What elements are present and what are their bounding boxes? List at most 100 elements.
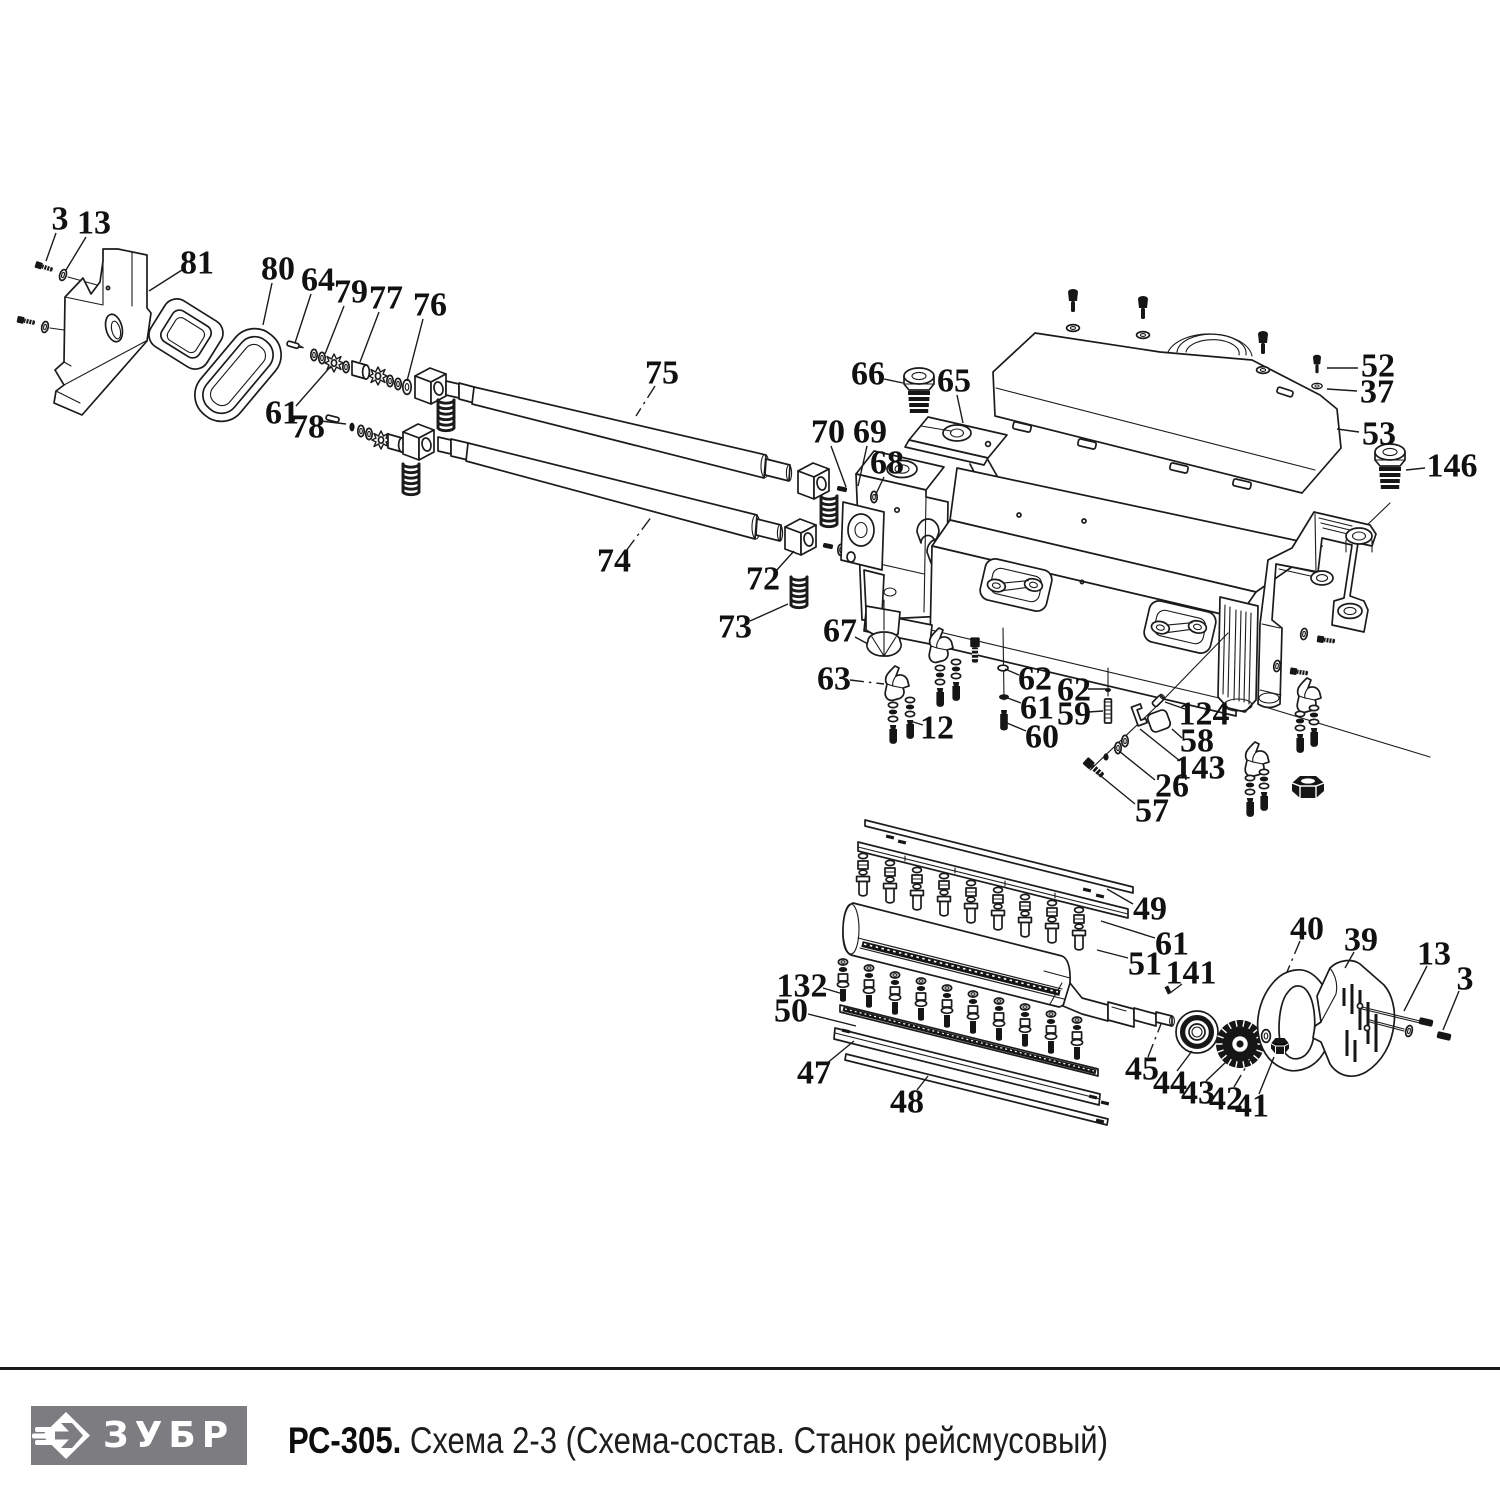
brand-logo: ЗУБР bbox=[31, 1406, 247, 1465]
leader-line-12-25 bbox=[909, 720, 924, 726]
rear-legs-shape bbox=[1315, 574, 1329, 582]
dust-cover-53-shape bbox=[1231, 478, 1253, 490]
gib-screw-row-lower-shape bbox=[836, 958, 850, 1003]
leader-line-50-50 bbox=[807, 1013, 857, 1027]
gib-screw-row-lower-shape bbox=[1070, 1016, 1084, 1061]
cutter-drum-45-shape bbox=[842, 903, 860, 955]
bolt-124-shape bbox=[1162, 632, 1229, 701]
part-number-61-37: 61 bbox=[1155, 926, 1189, 963]
leader-line-61-27 bbox=[1004, 696, 1022, 704]
leader-line-64-4 bbox=[294, 293, 312, 344]
main-frame-65-shape bbox=[942, 424, 972, 442]
spring-73-shape bbox=[789, 575, 809, 610]
cutterhead-assembly-shape bbox=[864, 819, 1134, 894]
clip-63-stack-shape bbox=[887, 701, 899, 745]
sprocket-chain-upper-shape bbox=[317, 351, 327, 365]
main-frame-65-shape bbox=[916, 518, 940, 544]
part-number-13-47: 13 bbox=[1417, 936, 1451, 973]
cutter-drum-45-shape bbox=[842, 902, 1071, 1008]
leader-line-37-18 bbox=[1326, 388, 1358, 392]
side-cover-39-shape bbox=[1342, 984, 1378, 1062]
leader-line-3-48 bbox=[1442, 990, 1460, 1031]
gib-screw-row-lower-shape bbox=[914, 977, 928, 1022]
part-number-73-22: 73 bbox=[718, 609, 752, 646]
part-number-37-18: 37 bbox=[1360, 374, 1394, 411]
main-frame-65-shape bbox=[984, 440, 992, 448]
bar-47-shape bbox=[841, 1028, 851, 1034]
leader-line-66-15 bbox=[883, 378, 904, 384]
sprocket-chain-lower bbox=[325, 414, 422, 458]
pulley-43-shape bbox=[1236, 1040, 1244, 1048]
spring-upper-left-shape bbox=[436, 398, 456, 433]
part-number-53-19: 53 bbox=[1362, 416, 1396, 453]
stud-59-shape bbox=[1103, 698, 1113, 724]
hex-nut-large bbox=[1291, 776, 1325, 798]
gib-screw-row-lower-shape bbox=[862, 964, 876, 1009]
leader-line-77-6 bbox=[359, 311, 380, 363]
cutter-drum-45-shape bbox=[1062, 982, 1109, 1022]
part-number-72-21: 72 bbox=[746, 561, 780, 598]
part-number-124-31: 124 bbox=[1179, 696, 1230, 733]
main-frame-65-shape bbox=[1143, 600, 1217, 654]
hex-block-74-shape bbox=[402, 423, 435, 461]
foot-bolt-66-shape bbox=[920, 425, 952, 432]
strip-48-shape bbox=[1095, 1118, 1105, 1124]
rear-legs-shape bbox=[1345, 539, 1373, 553]
bar-47-shape bbox=[1088, 1094, 1098, 1100]
main-frame-65-shape bbox=[1081, 518, 1087, 524]
leader-line-141-39 bbox=[1169, 983, 1183, 994]
bar-47 bbox=[833, 1027, 1110, 1106]
side-cover-39-shape bbox=[1356, 1002, 1364, 1010]
leader-line-143-33 bbox=[1139, 728, 1181, 762]
part-number-48-52: 48 bbox=[890, 1084, 924, 1121]
sprocket-chain-upper-shape bbox=[297, 344, 304, 349]
part-80-handle-shape bbox=[166, 317, 206, 354]
bolt-124-shape bbox=[1159, 693, 1166, 700]
leader-line-74-11 bbox=[625, 515, 653, 552]
gib-bolt-row-upper-shape bbox=[1044, 899, 1060, 944]
leader-line-26-34 bbox=[1118, 750, 1156, 781]
main-frame-65-shape bbox=[1164, 622, 1193, 634]
leader-line-63-24 bbox=[849, 679, 885, 685]
part-number-60-28: 60 bbox=[1025, 719, 1059, 756]
part-81-bracket-shape bbox=[110, 320, 122, 340]
gib-bolt-row-upper-shape bbox=[1071, 906, 1087, 951]
clip-right-1-stack-shape bbox=[1308, 704, 1320, 748]
sprocket-chain-upper-shape bbox=[309, 348, 319, 362]
sprocket-chain-lower-shape bbox=[325, 414, 340, 423]
hex-nut-large-shape bbox=[1301, 778, 1315, 784]
leader-line-68-14 bbox=[874, 476, 885, 497]
part-number-42-43: 42 bbox=[1209, 1081, 1243, 1118]
coupler-cube-72-shape bbox=[822, 542, 834, 550]
leader-line-78-9 bbox=[320, 420, 347, 425]
leader-line-61-37 bbox=[1100, 920, 1156, 939]
clip-63 bbox=[884, 665, 910, 702]
cap-67-shape bbox=[871, 632, 897, 657]
part-number-44-41: 44 bbox=[1153, 1065, 1187, 1102]
pin-62-61-60-shape bbox=[1002, 627, 1005, 701]
sprocket-chain-upper-shape bbox=[385, 374, 395, 388]
part-number-13-1: 13 bbox=[77, 205, 111, 242]
leader-line-49-36 bbox=[1106, 888, 1134, 905]
clip-right-2-stack-shape bbox=[1244, 774, 1256, 818]
side-cover-39 bbox=[1312, 959, 1396, 1077]
cutterhead-assembly-shape bbox=[857, 846, 1129, 915]
sprocket-chain-upper-shape bbox=[401, 378, 413, 396]
roller-74-shape bbox=[776, 524, 784, 542]
part-number-70-12: 70 bbox=[811, 414, 845, 451]
clip-right-2-stack bbox=[1244, 768, 1270, 818]
part-80-handle bbox=[148, 298, 282, 423]
latch-58-143 bbox=[1081, 702, 1172, 780]
bearing-44 bbox=[1175, 1010, 1219, 1054]
main-frame-65-shape bbox=[886, 459, 918, 479]
blade-50 bbox=[839, 1004, 1099, 1077]
main-frame-65-shape bbox=[1023, 577, 1044, 592]
sprocket-chain-lower-shape bbox=[364, 427, 374, 441]
belt-40-shape bbox=[1278, 985, 1316, 1060]
coupler-cube-70 bbox=[797, 462, 848, 500]
rear-legs-shape bbox=[1343, 606, 1357, 616]
cutter-drum-45-shape bbox=[1111, 1006, 1127, 1012]
cutterhead-assembly-shape bbox=[885, 834, 895, 840]
part-number-78-9: 78 bbox=[291, 409, 325, 446]
main-frame-65-shape bbox=[1079, 579, 1085, 585]
